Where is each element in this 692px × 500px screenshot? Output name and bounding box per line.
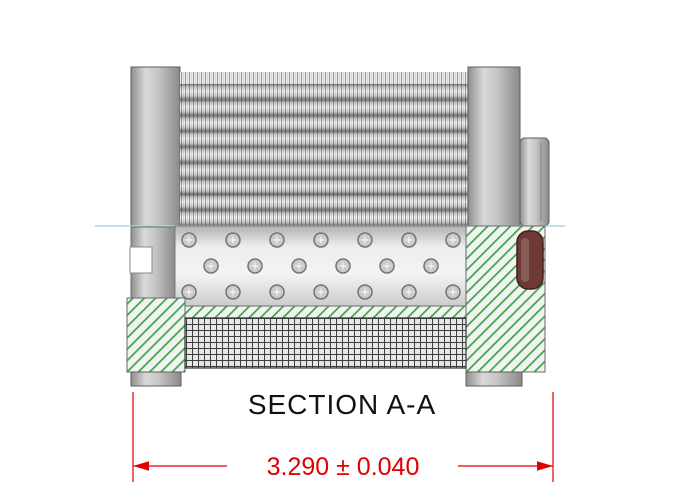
bracket-notch bbox=[129, 246, 153, 274]
hatch-strip bbox=[184, 305, 467, 319]
support-mesh bbox=[184, 317, 467, 369]
arrowhead-right bbox=[537, 461, 553, 471]
dimension bbox=[132, 392, 554, 482]
left-foot bbox=[130, 371, 182, 387]
end-cap-hatch-left bbox=[126, 297, 186, 373]
core-tube bbox=[174, 225, 469, 307]
right-foot bbox=[465, 371, 523, 387]
seal-oring bbox=[516, 230, 544, 290]
left-end-cap bbox=[130, 66, 181, 227]
left-end-bracket bbox=[129, 226, 176, 299]
filter-media bbox=[180, 72, 468, 226]
dimension-text: 3.290 ± 0.040 bbox=[267, 453, 420, 481]
perforations bbox=[175, 226, 468, 306]
end-fitting bbox=[519, 137, 550, 227]
section-label: SECTION A-A bbox=[248, 389, 436, 420]
pleat-texture bbox=[180, 72, 468, 226]
arrowhead-left bbox=[133, 461, 149, 471]
right-end-cap bbox=[467, 66, 521, 227]
